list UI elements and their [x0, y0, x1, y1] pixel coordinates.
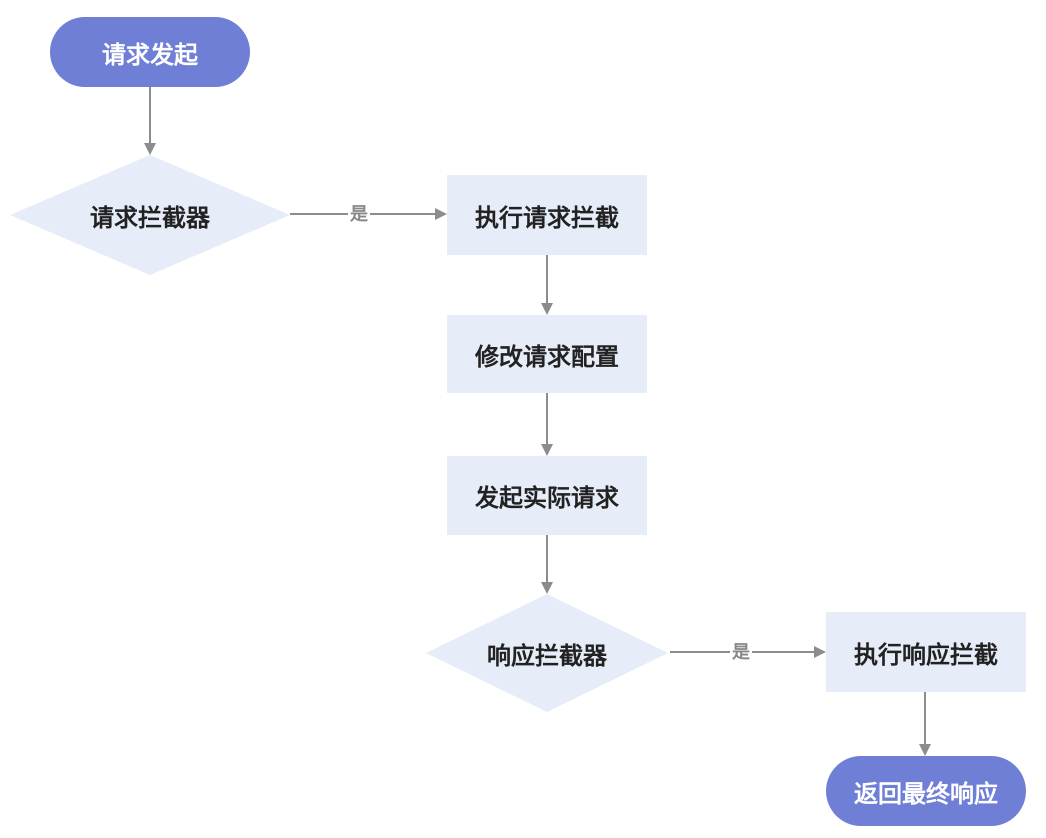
resp-interceptor-decision: 响应拦截器 [426, 594, 668, 712]
resp-interceptor-label: 响应拦截器 [487, 641, 607, 670]
exec-response-intercept-node: 执行响应拦截 [826, 612, 1026, 692]
modify-config-node: 修改请求配置 [447, 315, 647, 393]
end-node-label: 返回最终响应 [854, 779, 998, 808]
send-request-label: 发起实际请求 [475, 484, 619, 512]
start-node: 请求发起 [50, 17, 250, 87]
start-node-label: 请求发起 [102, 40, 198, 69]
send-request-node: 发起实际请求 [447, 456, 647, 535]
exec-response-intercept-label: 执行响应拦截 [854, 640, 998, 669]
req-interceptor-label: 请求拦截器 [90, 203, 210, 232]
req-yes-label: 是 [348, 204, 370, 226]
modify-config-label: 修改请求配置 [475, 342, 619, 371]
exec-request-intercept-node: 执行请求拦截 [447, 175, 647, 255]
end-node: 返回最终响应 [826, 756, 1026, 826]
req-interceptor-decision: 请求拦截器 [10, 155, 290, 275]
exec-request-intercept-label: 执行请求拦截 [475, 203, 619, 232]
resp-yes-label: 是 [730, 642, 752, 664]
